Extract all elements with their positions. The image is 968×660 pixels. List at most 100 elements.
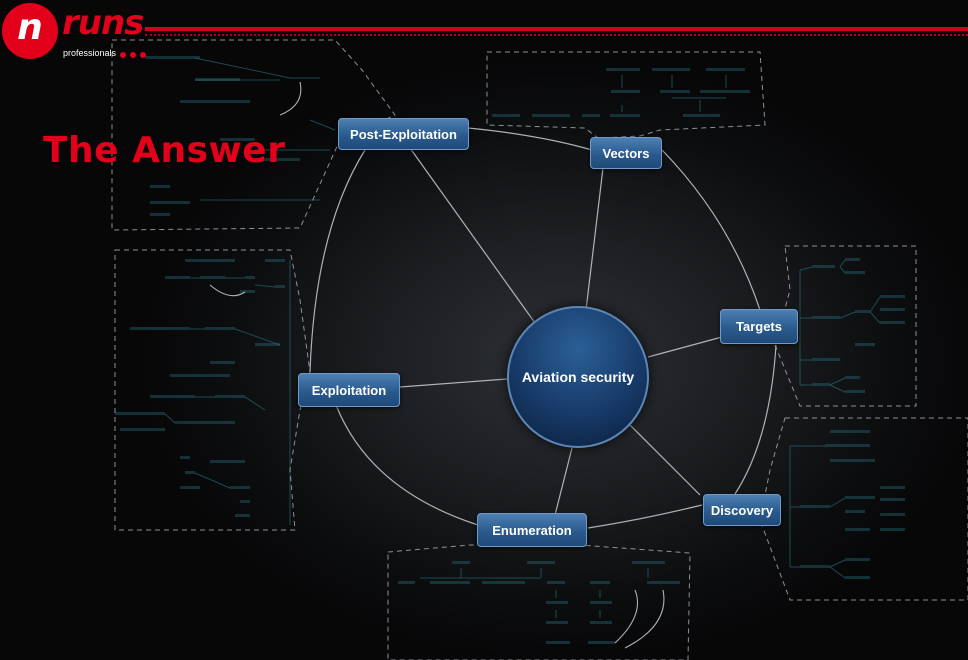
detail-leaf bbox=[547, 581, 565, 584]
detail-leaf bbox=[590, 581, 610, 584]
frame-vectors bbox=[486, 51, 766, 139]
detail-branch-line bbox=[839, 266, 846, 274]
detail-leaf bbox=[200, 276, 225, 279]
detail-leaf bbox=[150, 185, 170, 188]
detail-leaf bbox=[632, 561, 665, 564]
node-label: Exploitation bbox=[311, 382, 387, 398]
detail-leaf bbox=[165, 276, 190, 279]
detail-leaf bbox=[845, 496, 875, 499]
detail-leaf bbox=[482, 581, 525, 584]
detail-branch-line bbox=[244, 396, 266, 411]
center-node-label: Aviation security bbox=[521, 369, 635, 385]
detail-leaf bbox=[185, 259, 235, 262]
detail-leaf bbox=[205, 327, 235, 330]
detail-leaf bbox=[180, 486, 200, 489]
frame-post-exploitation bbox=[111, 39, 396, 231]
detail-branch-line bbox=[829, 377, 846, 386]
detail-leaf bbox=[812, 358, 840, 361]
node-label: Post-Exploitation bbox=[350, 126, 457, 142]
detail-branch-line bbox=[309, 119, 336, 131]
slide-title: The Answer bbox=[43, 130, 286, 171]
detail-leaf bbox=[240, 290, 255, 293]
detail-leaf bbox=[830, 459, 875, 462]
node-discovery[interactable]: Discovery bbox=[703, 494, 781, 526]
detail-arrow bbox=[279, 81, 302, 116]
detail-leaf bbox=[235, 514, 250, 517]
detail-leaf bbox=[845, 558, 870, 561]
detail-leaf bbox=[660, 90, 690, 93]
connector-targets bbox=[647, 336, 723, 358]
node-vectors[interactable]: Vectors bbox=[590, 137, 662, 169]
logo-wordmark: runs bbox=[62, 3, 144, 43]
detail-leaf bbox=[546, 621, 568, 624]
header-rule bbox=[145, 27, 968, 31]
detail-leaf bbox=[845, 376, 860, 379]
ring-discovery-enumeration bbox=[587, 504, 703, 529]
detail-branch-line bbox=[839, 311, 856, 319]
detail-leaf bbox=[220, 138, 255, 141]
detail-leaf bbox=[150, 213, 170, 216]
detail-leaf bbox=[546, 601, 568, 604]
node-post-exploitation[interactable]: Post-Exploitation bbox=[338, 118, 469, 150]
detail-leaf bbox=[845, 510, 865, 513]
detail-leaf bbox=[812, 265, 835, 268]
detail-leaf bbox=[582, 114, 600, 117]
detail-leaf bbox=[546, 641, 570, 644]
detail-leaf bbox=[812, 316, 840, 319]
center-node[interactable]: Aviation security bbox=[507, 306, 649, 448]
detail-leaf bbox=[825, 444, 870, 447]
detail-branches bbox=[115, 56, 905, 649]
detail-leaf bbox=[880, 486, 905, 489]
ring-exploitation-post bbox=[309, 149, 366, 373]
detail-leaf bbox=[800, 565, 830, 568]
detail-branch-line bbox=[829, 497, 846, 508]
detail-leaf bbox=[606, 68, 640, 71]
detail-leaf bbox=[245, 276, 255, 279]
detail-leaf bbox=[700, 90, 750, 93]
node-exploitation[interactable]: Exploitation bbox=[298, 373, 400, 407]
detail-leaf bbox=[647, 581, 680, 584]
frame-targets bbox=[774, 245, 917, 407]
connector-exploitation bbox=[399, 378, 508, 388]
detail-leaf bbox=[880, 321, 905, 324]
detail-leaf bbox=[800, 505, 830, 508]
node-targets[interactable]: Targets bbox=[720, 309, 798, 344]
detail-arrow bbox=[209, 284, 246, 297]
ring-post-vectors bbox=[467, 127, 593, 151]
detail-leaf bbox=[150, 201, 190, 204]
detail-branch-line bbox=[829, 384, 846, 393]
detail-leaf bbox=[812, 383, 830, 386]
detail-branch-line bbox=[839, 259, 846, 268]
detail-leaf bbox=[880, 308, 905, 311]
detail-branch-line bbox=[194, 57, 291, 79]
ring-vectors-targets bbox=[661, 149, 761, 311]
detail-leaf bbox=[180, 456, 190, 459]
detail-branch-line bbox=[234, 328, 281, 346]
detail-leaf bbox=[215, 395, 245, 398]
detail-leaf bbox=[180, 100, 250, 103]
detail-leaf bbox=[185, 471, 195, 474]
detail-branch-line bbox=[799, 266, 813, 271]
detail-leaf bbox=[845, 390, 865, 393]
detail-leaf bbox=[430, 581, 470, 584]
detail-leaf bbox=[845, 271, 865, 274]
frame-enumeration bbox=[387, 544, 691, 660]
detail-branch-line bbox=[869, 296, 881, 313]
detail-branch-line bbox=[829, 559, 846, 568]
detail-leaf bbox=[855, 310, 870, 313]
header-rule-dotted bbox=[145, 34, 968, 36]
detail-leaf bbox=[652, 68, 690, 71]
detail-leaf bbox=[145, 56, 200, 59]
ring-targets-discovery bbox=[734, 344, 777, 495]
detail-leaf bbox=[845, 528, 870, 531]
detail-leaf bbox=[845, 576, 870, 579]
ring-enumeration-exploitation bbox=[335, 404, 479, 526]
detail-leaf bbox=[830, 430, 870, 433]
node-enumeration[interactable]: Enumeration bbox=[477, 513, 587, 547]
detail-leaf bbox=[880, 528, 905, 531]
detail-leaf bbox=[845, 258, 860, 261]
node-label: Discovery bbox=[710, 502, 774, 518]
detail-leaf bbox=[255, 343, 280, 346]
detail-leaf bbox=[532, 114, 570, 117]
